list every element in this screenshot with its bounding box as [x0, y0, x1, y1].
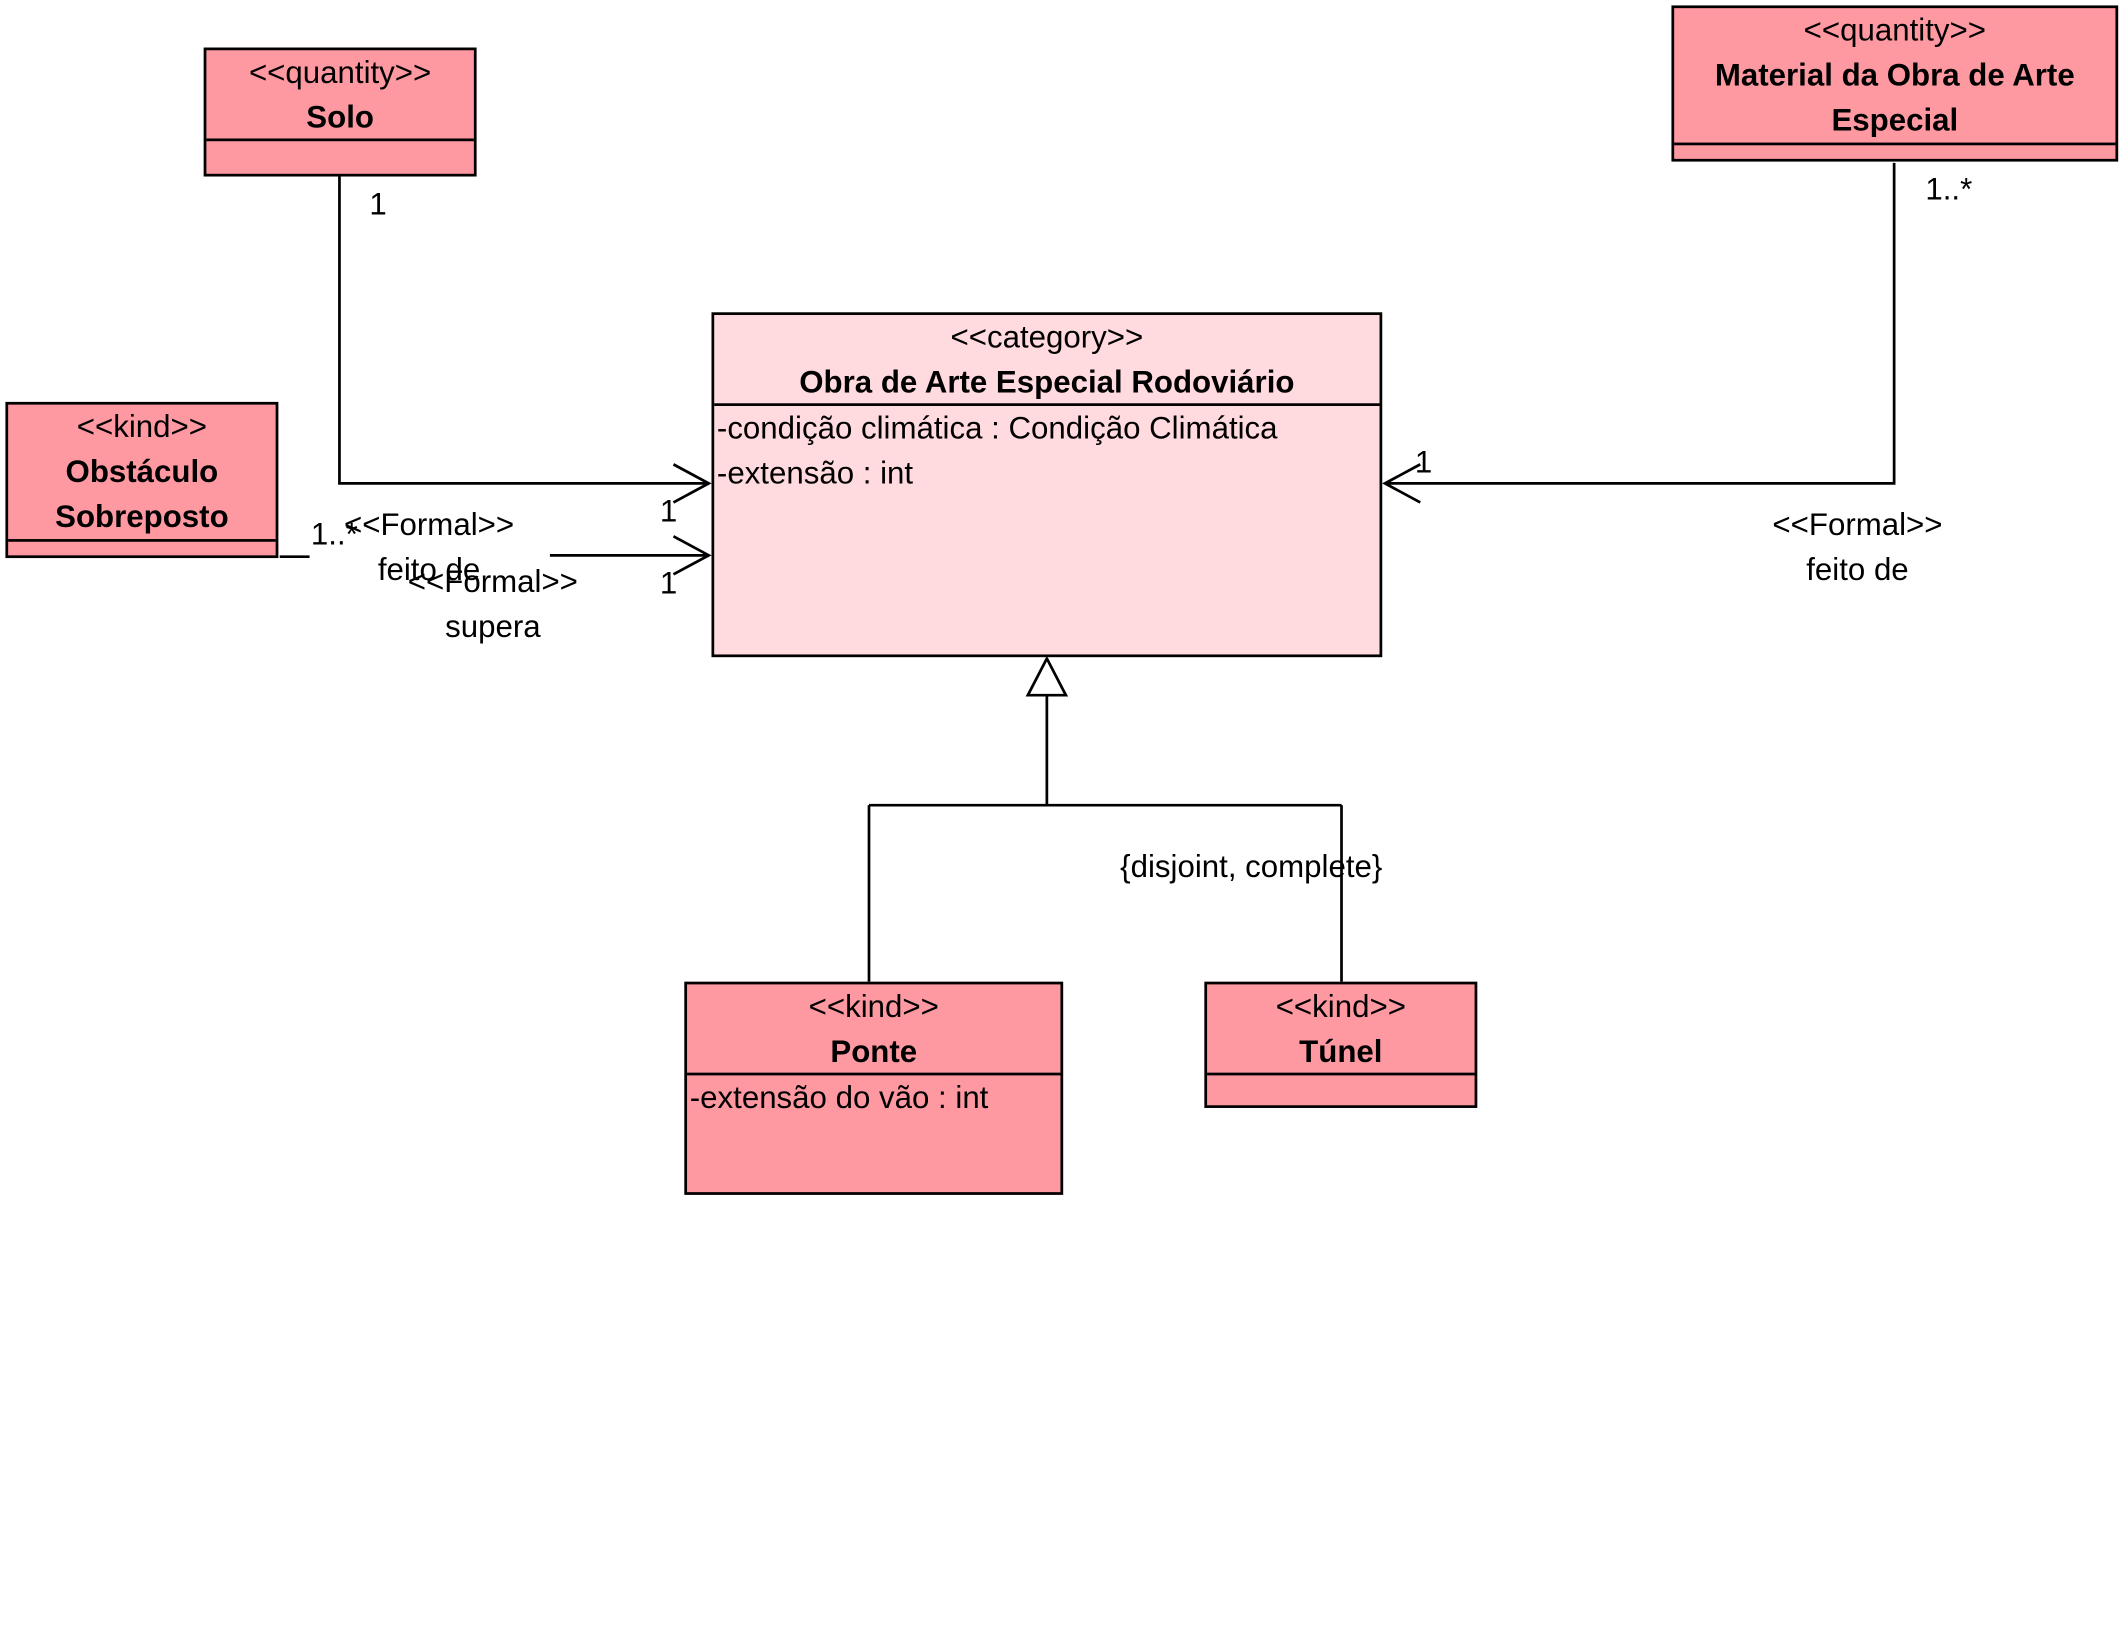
- material-name: Material da Obra de Arte Especial: [1714, 57, 2075, 138]
- assoc-solo-stereotype: <<Formal>>: [343, 506, 515, 542]
- assoc-obstaculo-stereotype: <<Formal>>: [407, 563, 578, 599]
- solo-stereotype: <<quantity>>: [248, 54, 432, 90]
- association-solo-obra: [338, 176, 709, 485]
- class-solo[interactable]: <<quantity>> Solo: [203, 47, 477, 177]
- solo-name: Solo: [306, 99, 374, 135]
- arrowhead-solo-obra: [672, 463, 712, 504]
- ponte-attribute: -extensão do vão : int: [689, 1079, 989, 1115]
- obra-stereotype: <<category>>: [950, 319, 1144, 355]
- obra-name: Obra de Arte Especial Rodoviário: [799, 363, 1295, 400]
- mult-material-target: 1: [1414, 444, 1433, 480]
- class-material[interactable]: <<quantity>> Material da Obra de Arte Es…: [1671, 5, 2119, 162]
- obra-attribute: -extensão : int: [716, 454, 914, 491]
- class-tunel[interactable]: <<kind>> Túnel: [1204, 981, 1478, 1108]
- class-ponte[interactable]: <<kind>> Ponte -extensão do vão : int: [684, 981, 1064, 1195]
- connector-lines: [279, 162, 1896, 982]
- ponte-name: Ponte: [830, 1033, 918, 1069]
- assoc-material-stereotype: <<Formal>>: [1772, 506, 1943, 542]
- obra-attribute: -condição climática : Condição Climática: [716, 410, 1278, 446]
- association-material-obra: [1384, 162, 1896, 485]
- obstaculo-stereotype: <<kind>>: [76, 408, 208, 445]
- ponte-stereotype: <<kind>>: [808, 988, 939, 1024]
- assoc-solo-name: feito de: [377, 551, 481, 587]
- assoc-obstaculo-name: supera: [445, 608, 541, 644]
- generalization-constraint: {disjoint, complete}: [1120, 848, 1383, 884]
- mult-obstaculo-target: 1: [659, 564, 678, 601]
- mult-solo-source: 1: [369, 186, 387, 222]
- class-obstaculo[interactable]: <<kind>> Obstáculo Sobreposto: [5, 401, 279, 559]
- material-stereotype: <<quantity>>: [1803, 12, 1986, 48]
- generalization-triangle: [1025, 655, 1069, 697]
- tunel-name: Túnel: [1299, 1033, 1383, 1069]
- assoc-material-name: feito de: [1806, 551, 1909, 587]
- arrowhead-obstaculo-obra: [672, 535, 712, 576]
- tunel-stereotype: <<kind>>: [1275, 988, 1406, 1024]
- arrowhead-material-obra: [1382, 463, 1421, 504]
- obstaculo-name: Obstáculo Sobreposto: [55, 453, 229, 534]
- class-obra[interactable]: <<category>> Obra de Arte Especial Rodov…: [711, 312, 1383, 658]
- mult-obstaculo-source: 1..*: [310, 515, 358, 552]
- mult-material-source: 1..*: [1925, 171, 1973, 207]
- mult-solo-target: 1: [659, 492, 678, 529]
